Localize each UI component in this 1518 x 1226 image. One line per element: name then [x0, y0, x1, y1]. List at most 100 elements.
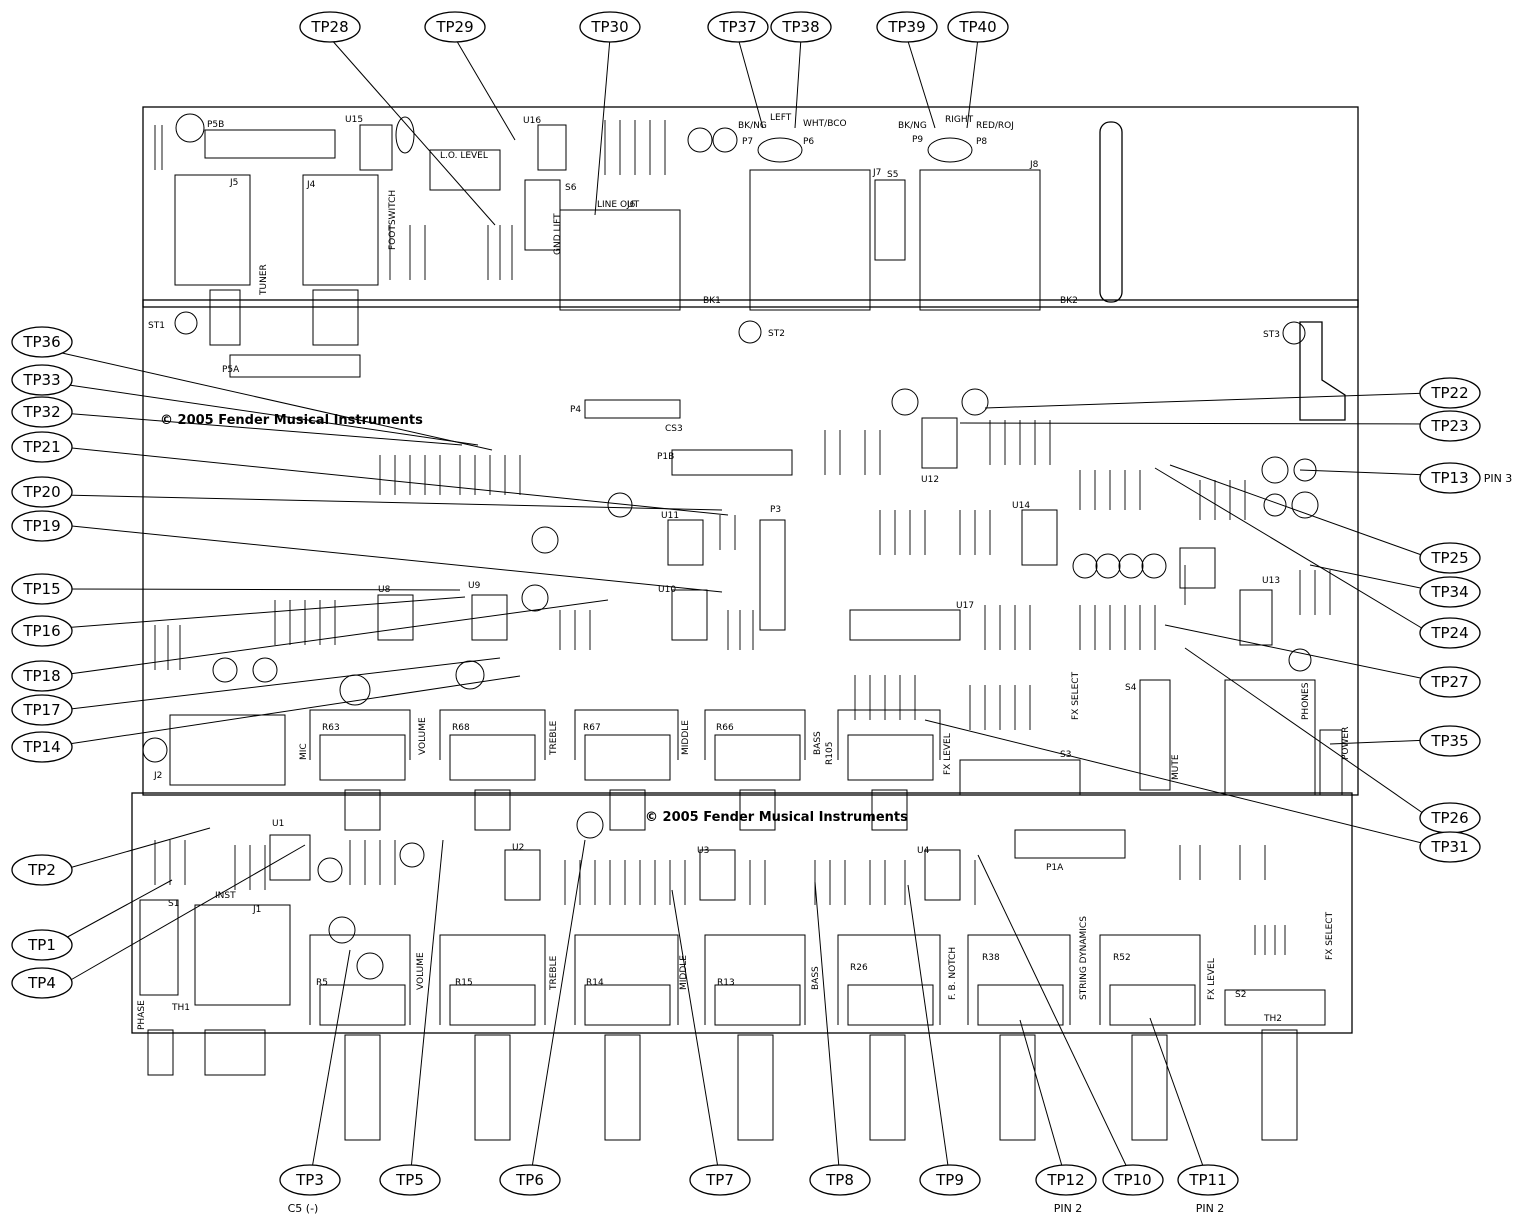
left-label: LEFT: [770, 113, 792, 123]
mic-label: MIC: [299, 743, 309, 760]
tp20-label: TP20: [22, 483, 60, 501]
low-pot-ref-1: R5: [316, 978, 328, 988]
standoff-st3: [1282, 321, 1306, 345]
tp19-label: TP19: [22, 517, 60, 535]
pot-bracket-r5: [309, 934, 411, 1025]
low-pot-ref-2: R15: [455, 978, 473, 988]
tp13-note: PIN 3: [1484, 472, 1513, 485]
j2-label: J2: [153, 771, 162, 781]
lo-level-label: L.O. LEVEL: [440, 151, 488, 161]
tp37-label: TP37: [718, 18, 756, 36]
cs3-label: CS3: [665, 424, 683, 434]
th2-label: TH2: [1263, 1014, 1282, 1024]
mid-pot-label-4: BASS: [813, 731, 823, 755]
capacitor-c49: [455, 660, 485, 690]
u2-label: U2: [512, 843, 524, 853]
tp39-label: TP39: [887, 18, 925, 36]
capacitor-c66: [891, 388, 919, 416]
shaft-r38: [999, 1034, 1036, 1141]
transistor-q8: [1072, 553, 1098, 579]
tp3-label: TP3: [295, 1171, 324, 1189]
j5-label: J5: [229, 178, 238, 188]
pot-bracket-r105: [837, 709, 941, 760]
tp23-label: TP23: [1430, 417, 1468, 435]
pot-r142: [429, 149, 501, 191]
u12-label: U12: [921, 475, 939, 485]
p5b-label: P5B: [207, 120, 224, 130]
tp36-label: TP36: [22, 333, 60, 351]
switch-s6: [524, 179, 561, 251]
mid-pot-ref-5: R105: [825, 742, 835, 765]
low-pot-ref-6: R38: [982, 953, 1000, 963]
heatsink-bracket: [1299, 321, 1346, 421]
jack-j7: [749, 169, 871, 311]
shaft-r15: [474, 1034, 511, 1141]
capacitor-c8: [576, 811, 604, 839]
pot-bracket-r67: [574, 709, 679, 760]
phones-label: PHONES: [1301, 682, 1311, 720]
low-pot-label-7: FX LEVEL: [1207, 958, 1217, 1000]
standoff-st1: [174, 311, 198, 335]
jack-shaft-j5: [209, 289, 241, 346]
capacitor-c42: [252, 657, 278, 683]
s2-label: S2: [1235, 990, 1246, 1000]
pot-shaft-2: [474, 789, 511, 831]
bk-ng-left-label: BK/NG: [738, 121, 767, 131]
capacitor-c77: [1179, 547, 1216, 589]
tp28-label: TP28: [310, 18, 348, 36]
p1b-label: P1B: [657, 452, 674, 462]
low-pot-label-1: VOLUME: [416, 952, 426, 990]
st2-label: ST2: [768, 329, 785, 339]
ic-u16: [537, 124, 567, 171]
ic-u14: [1021, 509, 1058, 566]
pot-shaft-1: [344, 789, 381, 831]
tp32-label: TP32: [22, 403, 60, 421]
connector-p5b: [204, 129, 336, 159]
low-pot-ref-5: R26: [850, 963, 868, 973]
mid-pot-label-2: TREBLE: [549, 720, 559, 756]
bk-ng-right-label: BK/NG: [898, 121, 927, 131]
low-pot-ref-7: R52: [1113, 953, 1131, 963]
gnd-lift-label: GND LIFT: [553, 213, 563, 255]
pot-bracket-r63: [309, 709, 411, 760]
shaft-r14: [604, 1034, 641, 1141]
connector-p1a: [1014, 829, 1126, 859]
standoff-st2: [738, 320, 762, 344]
wht-bco-label: WHT/BCO: [803, 119, 847, 129]
st1-label: ST1: [148, 321, 165, 331]
tp12-note: PIN 2: [1054, 1202, 1083, 1215]
capacitor-c6: [317, 857, 343, 883]
low-pot-label-5: F. B. NOTCH: [948, 947, 958, 1000]
u4-label: U4: [917, 846, 930, 856]
tp27-label: TP27: [1430, 673, 1468, 691]
jack-j6: [559, 209, 681, 311]
pot-r14: [584, 984, 671, 1026]
tp31-label: TP31: [1430, 838, 1468, 856]
transistor-q7: [1118, 553, 1144, 579]
tp12-label: TP12: [1046, 1171, 1084, 1189]
fx-select-label-2: FX SELECT: [1325, 911, 1335, 960]
tp22-label: TP22: [1430, 384, 1468, 402]
capacitor-c91: [687, 127, 713, 153]
line-out-label: LINE OUT: [597, 200, 640, 210]
tp6-label: TP6: [515, 1171, 544, 1189]
pot-bracket-r15: [439, 934, 546, 1025]
ic-u2: [504, 849, 541, 901]
transistor-q10: [1095, 553, 1121, 579]
jack-shaft-j4: [312, 289, 359, 346]
low-pot-label-6: STRING DYNAMICS: [1079, 916, 1089, 1000]
p4-label: P4: [570, 405, 581, 415]
bk1-label: BK1: [703, 296, 721, 306]
pot-shaft-4: [739, 789, 776, 831]
power-label: POWER: [1341, 727, 1351, 760]
u13-label: U13: [1262, 576, 1280, 586]
tp29-label: TP29: [435, 18, 473, 36]
capacitor-c52: [521, 584, 549, 612]
tp-bubbles: [11, 11, 1481, 1196]
tp40-label: TP40: [958, 18, 996, 36]
jack-j4: [302, 174, 379, 286]
u1-label: U1: [272, 819, 284, 829]
capacitor-c67: [961, 388, 989, 416]
u8-label: U8: [378, 585, 391, 595]
